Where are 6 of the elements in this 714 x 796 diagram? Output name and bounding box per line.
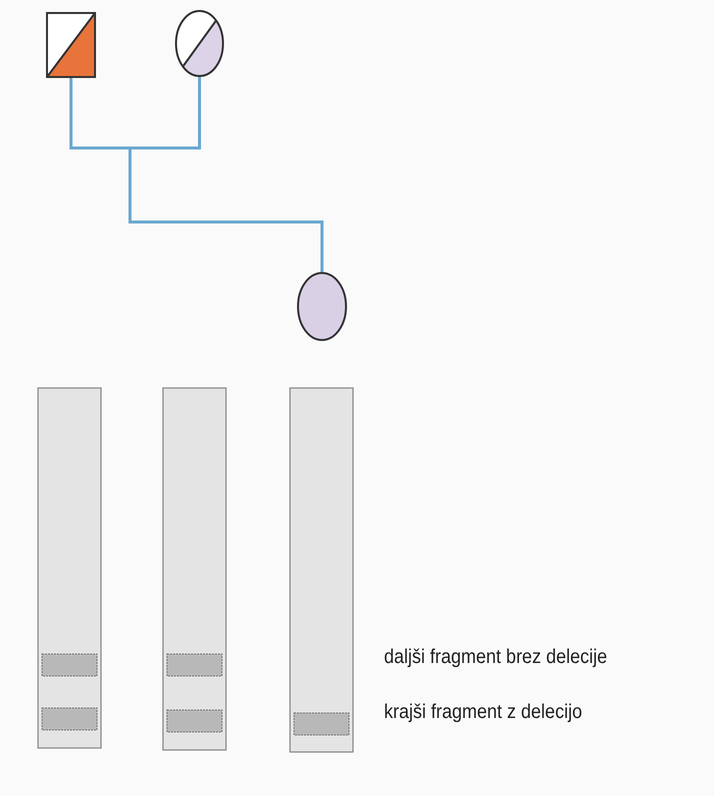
pedigree-square-symbol xyxy=(46,12,96,78)
pedigree-circle-symbol xyxy=(297,272,347,341)
pedigree-circle-symbol xyxy=(175,10,224,77)
band-label: krajši fragment z delecijo xyxy=(384,701,582,724)
band-label: daljši fragment brez delecije xyxy=(384,646,608,669)
pedigree-line xyxy=(128,77,324,272)
